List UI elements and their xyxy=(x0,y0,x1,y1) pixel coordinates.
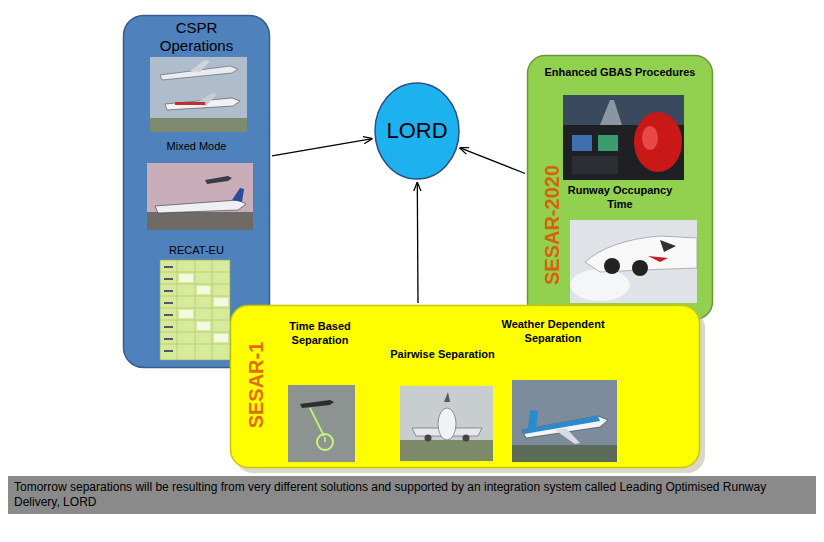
water-spray xyxy=(570,269,630,301)
arrow-connector xyxy=(272,139,373,156)
pairwise-photo xyxy=(400,386,493,461)
helmet-shine xyxy=(642,126,658,150)
tbs-photo xyxy=(288,385,355,462)
item-label: Time Based Separation xyxy=(278,319,362,347)
cockpit xyxy=(563,95,684,180)
aircraft-stripe xyxy=(175,102,205,105)
photo-sky xyxy=(150,57,247,132)
table-ground xyxy=(160,260,230,360)
text-slot: RECAT-EU xyxy=(123,243,270,257)
caption: Tomorrow separations will be resulting f… xyxy=(8,476,816,514)
photo-ground xyxy=(147,212,253,230)
text-slot: Runway Occupancy Time xyxy=(560,183,680,211)
table-icons xyxy=(164,266,173,352)
engine xyxy=(604,258,620,274)
group-title: SESAR-2020 xyxy=(539,160,565,290)
table-grid xyxy=(160,260,230,360)
photo-sky xyxy=(400,386,493,461)
panel xyxy=(572,156,618,174)
aircraft-tail xyxy=(444,392,450,402)
aircraft xyxy=(155,200,246,213)
text-slot: Time Based Separation xyxy=(278,319,362,347)
aircraft-wing xyxy=(555,428,580,444)
photo-sky xyxy=(288,385,355,462)
group-box: SESAR-1 Time Based SeparationPairwise Sep… xyxy=(230,305,700,468)
item-label: Pairwise Separation xyxy=(380,347,505,361)
item-label: Weather Dependent Separation xyxy=(488,317,618,345)
photo-spray xyxy=(570,220,697,303)
node-shapes xyxy=(124,16,713,474)
photo-sky xyxy=(147,163,253,230)
photo-ground xyxy=(400,440,493,461)
engine xyxy=(463,435,470,442)
photo-ground xyxy=(150,118,247,132)
aircraft-fuselage xyxy=(438,408,456,440)
ellipse-shape xyxy=(375,83,459,179)
arrow-connector xyxy=(417,182,419,303)
photo-ground xyxy=(512,445,617,462)
clock-hand xyxy=(324,437,326,442)
item-label: RECAT-EU xyxy=(123,243,270,257)
node-label: LORD xyxy=(374,118,460,144)
engine xyxy=(425,435,432,442)
screen xyxy=(572,135,592,151)
item-label: CSPR Operations xyxy=(137,19,256,55)
gbas-photo xyxy=(563,95,684,180)
runway-view xyxy=(600,100,622,125)
arrow-connector xyxy=(460,148,526,174)
item-label: Mixed Mode xyxy=(123,139,270,153)
aircraft-wing xyxy=(190,60,210,72)
item-label: Runway Occupancy Time xyxy=(560,183,680,211)
photo-sky xyxy=(512,380,617,462)
jet-photo xyxy=(570,220,697,303)
item-label: Enhanced GBAS Procedures xyxy=(527,65,713,79)
aircraft-tail xyxy=(232,188,244,202)
text-slot: Enhanced GBAS Procedures xyxy=(527,65,713,79)
table-cells xyxy=(179,274,228,342)
text-slot: CSPR Operations xyxy=(137,19,256,55)
text-slot: Weather Dependent Separation xyxy=(488,317,618,345)
wds-photo xyxy=(512,380,617,462)
screen xyxy=(598,135,618,151)
text-slot: SESAR-2020 xyxy=(539,160,565,290)
group-box: CSPR OperationsMixed ModeRECAT-EU xyxy=(123,15,270,368)
photos xyxy=(147,57,697,462)
recat-table xyxy=(160,260,230,360)
aircraft xyxy=(300,400,334,408)
box-shape xyxy=(231,306,700,468)
box-shape xyxy=(528,56,713,320)
group-box: Enhanced GBAS ProceduresRunway Occupancy… xyxy=(527,55,713,320)
cspr-photo xyxy=(150,57,247,132)
aircraft xyxy=(205,176,232,184)
caption-bar: Tomorrow separations will be resulting f… xyxy=(8,476,816,514)
group-title: SESAR-1 xyxy=(243,339,269,431)
text-slot: SESAR-1 xyxy=(243,339,269,431)
engine xyxy=(632,260,648,276)
integration-ellipse: LORD xyxy=(374,82,460,180)
aircraft-tail xyxy=(528,410,538,429)
separation-line xyxy=(310,408,324,436)
aircraft-mark xyxy=(648,256,668,262)
cockpit-window xyxy=(660,240,676,252)
clock-symbol xyxy=(317,434,333,450)
helmet xyxy=(634,112,682,172)
text-slot: LORD xyxy=(374,118,460,144)
mixed-mode-photo xyxy=(147,163,253,230)
text-slot: Pairwise Separation xyxy=(380,347,505,361)
text-slot: Mixed Mode xyxy=(123,139,270,153)
